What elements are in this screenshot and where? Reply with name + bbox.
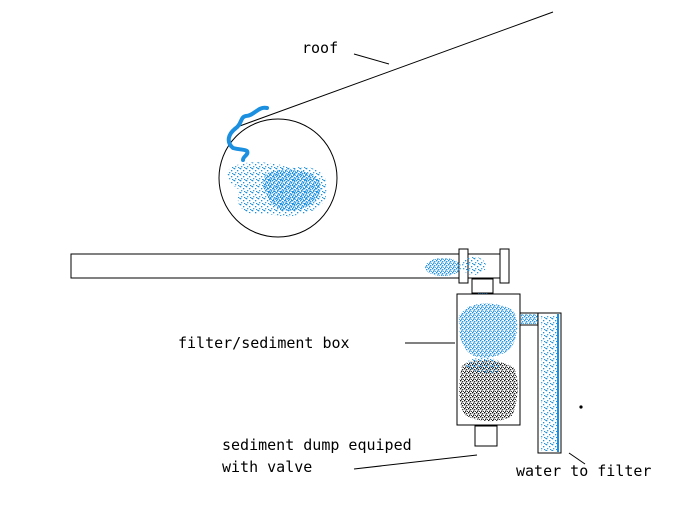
sediment-dump-label-line2: with valve [222,458,313,476]
sediment-dump-label-line1: sediment dump equiped [222,436,412,454]
roof-label: roof [302,39,339,57]
stray-dot [579,405,583,409]
roof-leader [353,53,390,65]
sediment-dump-valve [474,425,498,447]
downspout-connector [471,278,494,296]
water-cloud [227,162,327,217]
outlet-pipe [519,312,540,326]
sediment-speckle-icon [459,360,518,422]
gutter-pipe [70,248,510,284]
dump-leader [353,454,478,470]
pipe-water [425,258,461,276]
roof-line [236,11,554,128]
pipe-water-2 [462,257,486,275]
rain-zoom [218,105,338,238]
rain-drop-splatter-icon [226,105,269,162]
water-out-leader [568,452,586,465]
water-column [537,312,562,454]
water-to-filter-label: water to filter [516,462,652,480]
filter-box-label: filter/sediment box [178,334,350,352]
filter-sediment-box [456,293,521,426]
box-water [458,303,518,358]
